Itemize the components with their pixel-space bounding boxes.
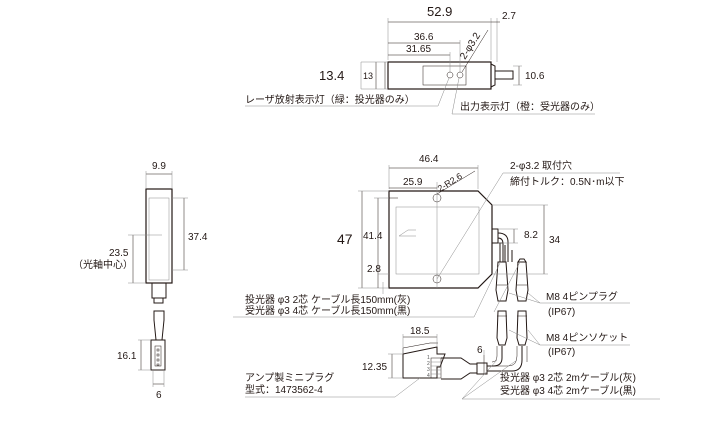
pin-3: 3 — [427, 367, 430, 373]
dim-connector-height-front: 34 — [549, 235, 561, 246]
pin-1: 1 — [427, 355, 430, 361]
dim-mini-plug-length: 18.5 — [410, 326, 430, 337]
note-short-cable-emitter: 投光器 φ3 2芯 ケーブル長150mm(灰) — [245, 293, 410, 306]
side-view: 9.9 37.4 23.5 （光軸中心） 16.1 6 — [73, 161, 208, 401]
note-m8-plug: M8 4ピンプラグ — [546, 290, 618, 303]
dim-cable-protrusion: 2.7 — [502, 11, 516, 22]
dim-plug-width: 6 — [156, 390, 162, 401]
dim-front-width: 46.4 — [419, 154, 439, 165]
cable-stub — [494, 70, 514, 80]
note-mount-holes: 2-φ3.2 取付穴 — [510, 159, 572, 172]
side-plug-boot — [153, 310, 165, 341]
dim-height-inner: 13 — [363, 71, 373, 81]
note-mini-plug-name: アンプ製ミニプラグ — [245, 371, 334, 384]
dim-overall-length: 52.9 — [427, 4, 452, 19]
m8-plug-receiver — [515, 261, 529, 302]
dim-mini-plug-cable: 6 — [477, 345, 483, 356]
note-laser-indicator: レーザ放射表示灯（緑：投光器のみ） — [245, 93, 415, 106]
note-long-cable-receiver: 受光器 φ3 4芯 2mケーブル(黒) — [500, 384, 636, 397]
dim-bottom-offset: 2.8 — [367, 264, 381, 275]
top-view-body — [387, 61, 492, 90]
dim-front-height-inner: 41.4 — [363, 231, 383, 242]
top-view: 52.9 2.7 36.6 31.65 2-φ3.2 13.4 13 10.6 … — [245, 4, 600, 115]
beam-direction-arrow — [398, 229, 416, 237]
mini-plug-boot — [441, 357, 478, 380]
dim-led-position-2: 36.6 — [414, 32, 434, 43]
note-mini-plug-model: 型式：1473562-4 — [245, 383, 323, 396]
mini-plug-housing — [402, 346, 446, 379]
dim-height-outer: 13.4 — [319, 68, 344, 83]
dim-hole-offset: 25.9 — [403, 177, 423, 188]
side-view-body — [145, 188, 173, 284]
mini-plug-assembly: 1 2 3 4 18.5 12.35 6 アンプ製ミニプラグ 型式：147356… — [245, 326, 660, 400]
side-cable-gland — [151, 282, 167, 299]
note-torque: 締付トルク：0.5N･m以下 — [510, 175, 624, 188]
note-short-cable-receiver: 受光器 φ3 4芯 ケーブル長150mm(黒) — [245, 304, 410, 317]
m8-socket-receiver — [516, 310, 528, 346]
m8-socket-emitter — [496, 310, 508, 346]
long-cable-receiver — [487, 346, 523, 372]
note-optical-axis: （光軸中心） — [73, 258, 133, 271]
dim-connector-offset: 8.2 — [524, 230, 538, 241]
pin-4: 4 — [427, 373, 430, 379]
dim-optical-axis: 23.5 — [109, 248, 129, 259]
dim-mini-plug-height: 12.35 — [362, 362, 387, 373]
dim-side-height-inner: 37.4 — [188, 232, 208, 243]
note-m8-socket-rating: (IP67) — [548, 347, 575, 358]
note-m8-socket: M8 4ピンソケット — [546, 332, 628, 344]
dim-connector-height: 10.6 — [525, 71, 545, 82]
front-view: 46.4 25.9 2-R2.6 47 41.4 2.8 8.2 34 2-φ3… — [233, 154, 630, 358]
dim-plug-length: 16.1 — [117, 351, 137, 362]
indicator-window — [422, 65, 467, 86]
note-long-cable-emitter: 投光器 φ3 2芯 2mケーブル(灰) — [500, 371, 636, 384]
dim-hole-callout: 2-φ3.2 — [458, 31, 483, 62]
dim-radius-callout: 2-R2.6 — [436, 171, 464, 194]
dim-led-position-1: 31.65 — [406, 44, 431, 55]
m8-plug-emitter — [495, 261, 509, 302]
dim-front-height-outer: 47 — [337, 231, 353, 247]
note-output-indicator: 出力表示灯（橙：受光器のみ） — [460, 100, 600, 113]
front-label-area — [395, 206, 480, 275]
side-plug-body — [150, 339, 166, 371]
note-m8-plug-rating: (IP67) — [548, 307, 575, 318]
dim-side-width: 9.9 — [152, 161, 166, 172]
pin-2: 2 — [427, 361, 430, 367]
